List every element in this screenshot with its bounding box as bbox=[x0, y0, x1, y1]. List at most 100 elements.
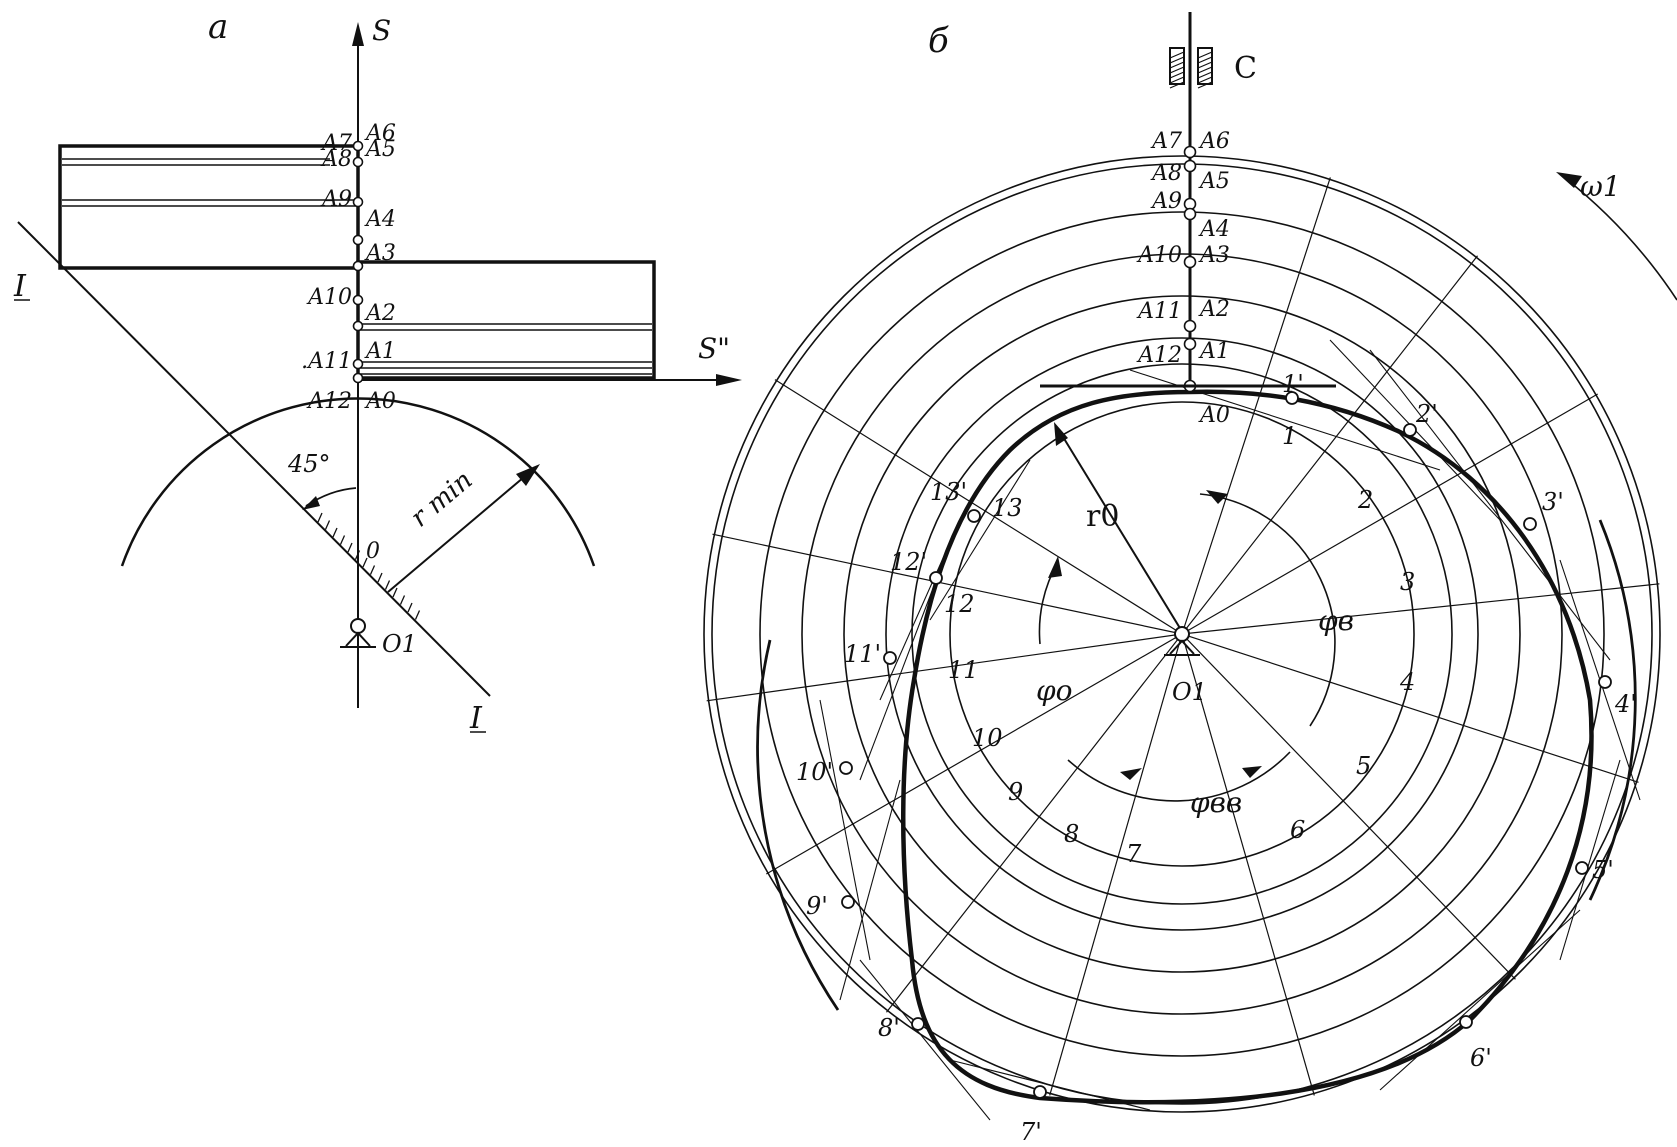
base-circle-arc bbox=[120, 397, 596, 567]
label-a12: A12 bbox=[1136, 343, 1182, 368]
center-o1-label: O1 bbox=[1172, 678, 1207, 706]
axis-point bbox=[352, 260, 364, 272]
tangent-line bbox=[859, 959, 991, 1121]
ray-12 bbox=[712, 533, 1183, 635]
label-a1: A1 bbox=[364, 339, 396, 364]
hatch-tick bbox=[399, 595, 406, 605]
axis-point bbox=[352, 358, 364, 370]
follower-point bbox=[1183, 145, 1197, 159]
rmin-arrow bbox=[516, 464, 540, 486]
angle-rays bbox=[706, 177, 1660, 1096]
ray-4 bbox=[1181, 583, 1660, 635]
profile-point bbox=[929, 571, 943, 585]
line-i-label-left: I bbox=[13, 269, 27, 304]
guide-hatch-tick bbox=[1169, 51, 1185, 59]
guide-hatch-tick bbox=[1197, 61, 1213, 69]
hatch-tick bbox=[369, 565, 376, 575]
ray-number: 9 bbox=[1008, 778, 1023, 806]
guide-left bbox=[1169, 47, 1185, 85]
omega-arrow bbox=[1556, 172, 1582, 188]
guide-hatch-tick bbox=[1197, 51, 1213, 59]
ray-2 bbox=[1181, 255, 1478, 635]
cam-profile bbox=[900, 389, 1594, 1105]
guide-hatch-tick bbox=[1169, 71, 1185, 79]
label-a2: A2 bbox=[1198, 297, 1230, 322]
ray-9 bbox=[886, 633, 1183, 1013]
profile-point-label: 9' bbox=[806, 892, 828, 920]
center-o1-support bbox=[1169, 639, 1195, 655]
panel-a-label: а bbox=[208, 7, 228, 47]
label-a9: A9 bbox=[320, 187, 352, 212]
concentric-circle bbox=[911, 363, 1453, 905]
label-a7: A7 bbox=[1150, 129, 1182, 154]
profile-point-label: 6' bbox=[1470, 1044, 1492, 1072]
concentric-circle bbox=[703, 155, 1661, 1113]
label-a1: A1 bbox=[1198, 339, 1230, 364]
hatch-tick bbox=[324, 520, 331, 530]
tangent-lines bbox=[819, 339, 1641, 1121]
pivot-o1 bbox=[350, 618, 366, 634]
r0-line bbox=[1059, 431, 1187, 639]
profile-point-label: 8' bbox=[878, 1014, 900, 1042]
ray-5 bbox=[1181, 633, 1639, 783]
phi-vv-arrow-left bbox=[1120, 768, 1142, 780]
concentric-circle bbox=[759, 211, 1605, 1057]
profile-point bbox=[967, 509, 981, 523]
hatch-tick bbox=[407, 602, 413, 613]
angle-arc-arrow bbox=[302, 496, 320, 510]
point-o-label: 0 bbox=[366, 539, 380, 564]
label-a8: A8 bbox=[320, 147, 352, 172]
panel-a: а S S" I I r min bbox=[13, 7, 742, 736]
profile-point-label: 1' bbox=[1282, 370, 1304, 398]
phi-o-label: φо bbox=[1036, 674, 1072, 707]
r0-arrow bbox=[1054, 422, 1068, 446]
follower-point bbox=[1183, 207, 1197, 221]
tangent-line bbox=[1379, 909, 1581, 1091]
profile-point bbox=[1403, 423, 1417, 437]
concentric-circle bbox=[949, 401, 1415, 867]
omega-label: ω1 bbox=[1580, 170, 1621, 203]
profile-point-label: 13' bbox=[930, 478, 967, 506]
ray-number: 1 bbox=[1282, 422, 1297, 450]
ray-number: 6 bbox=[1290, 816, 1305, 844]
tangent-line bbox=[819, 699, 871, 961]
hatch-tick bbox=[377, 572, 383, 583]
hatch-tick bbox=[354, 550, 361, 560]
profile-point-label: 7' bbox=[1020, 1118, 1042, 1142]
follower-point bbox=[1183, 255, 1197, 269]
guide-hatch-tick bbox=[1197, 56, 1213, 64]
axis-point bbox=[352, 196, 364, 208]
ray-number: 13 bbox=[992, 494, 1023, 522]
profile-point bbox=[883, 651, 897, 665]
line-i-hatching bbox=[317, 512, 421, 620]
ray-number: 11 bbox=[948, 656, 979, 684]
point-o1-label: O1 bbox=[382, 630, 417, 658]
phi-vv-arc bbox=[1067, 751, 1291, 802]
label-a0: A0 bbox=[364, 389, 396, 414]
concentric-circle bbox=[843, 295, 1521, 973]
guide-hatch-tick bbox=[1197, 81, 1213, 89]
profile-point bbox=[1285, 391, 1299, 405]
rmin-label: r min bbox=[405, 465, 478, 533]
hatch-tick bbox=[317, 512, 323, 523]
axis-point bbox=[352, 156, 364, 168]
profile-point-label: 3' bbox=[1542, 488, 1564, 516]
label-a5: A5 bbox=[364, 137, 396, 162]
ray-8 bbox=[1049, 633, 1183, 1096]
axis-point bbox=[352, 294, 364, 306]
label-a8: A8 bbox=[1150, 161, 1182, 186]
guide-hatch-tick bbox=[1169, 56, 1185, 64]
ray-number: 8 bbox=[1064, 820, 1079, 848]
ray-11 bbox=[706, 633, 1183, 702]
line-i-label-right: I bbox=[469, 701, 483, 736]
line-i-i bbox=[17, 221, 491, 697]
guide-hatch-tick bbox=[1197, 76, 1213, 84]
label-a3: A3 bbox=[364, 241, 396, 266]
guide-hatch-tick bbox=[1169, 61, 1185, 69]
profile-point bbox=[1033, 1085, 1047, 1099]
profile-point-label: 10' bbox=[796, 758, 833, 786]
label-a4: A4 bbox=[364, 207, 396, 232]
profile-point-label: 12' bbox=[890, 548, 927, 576]
